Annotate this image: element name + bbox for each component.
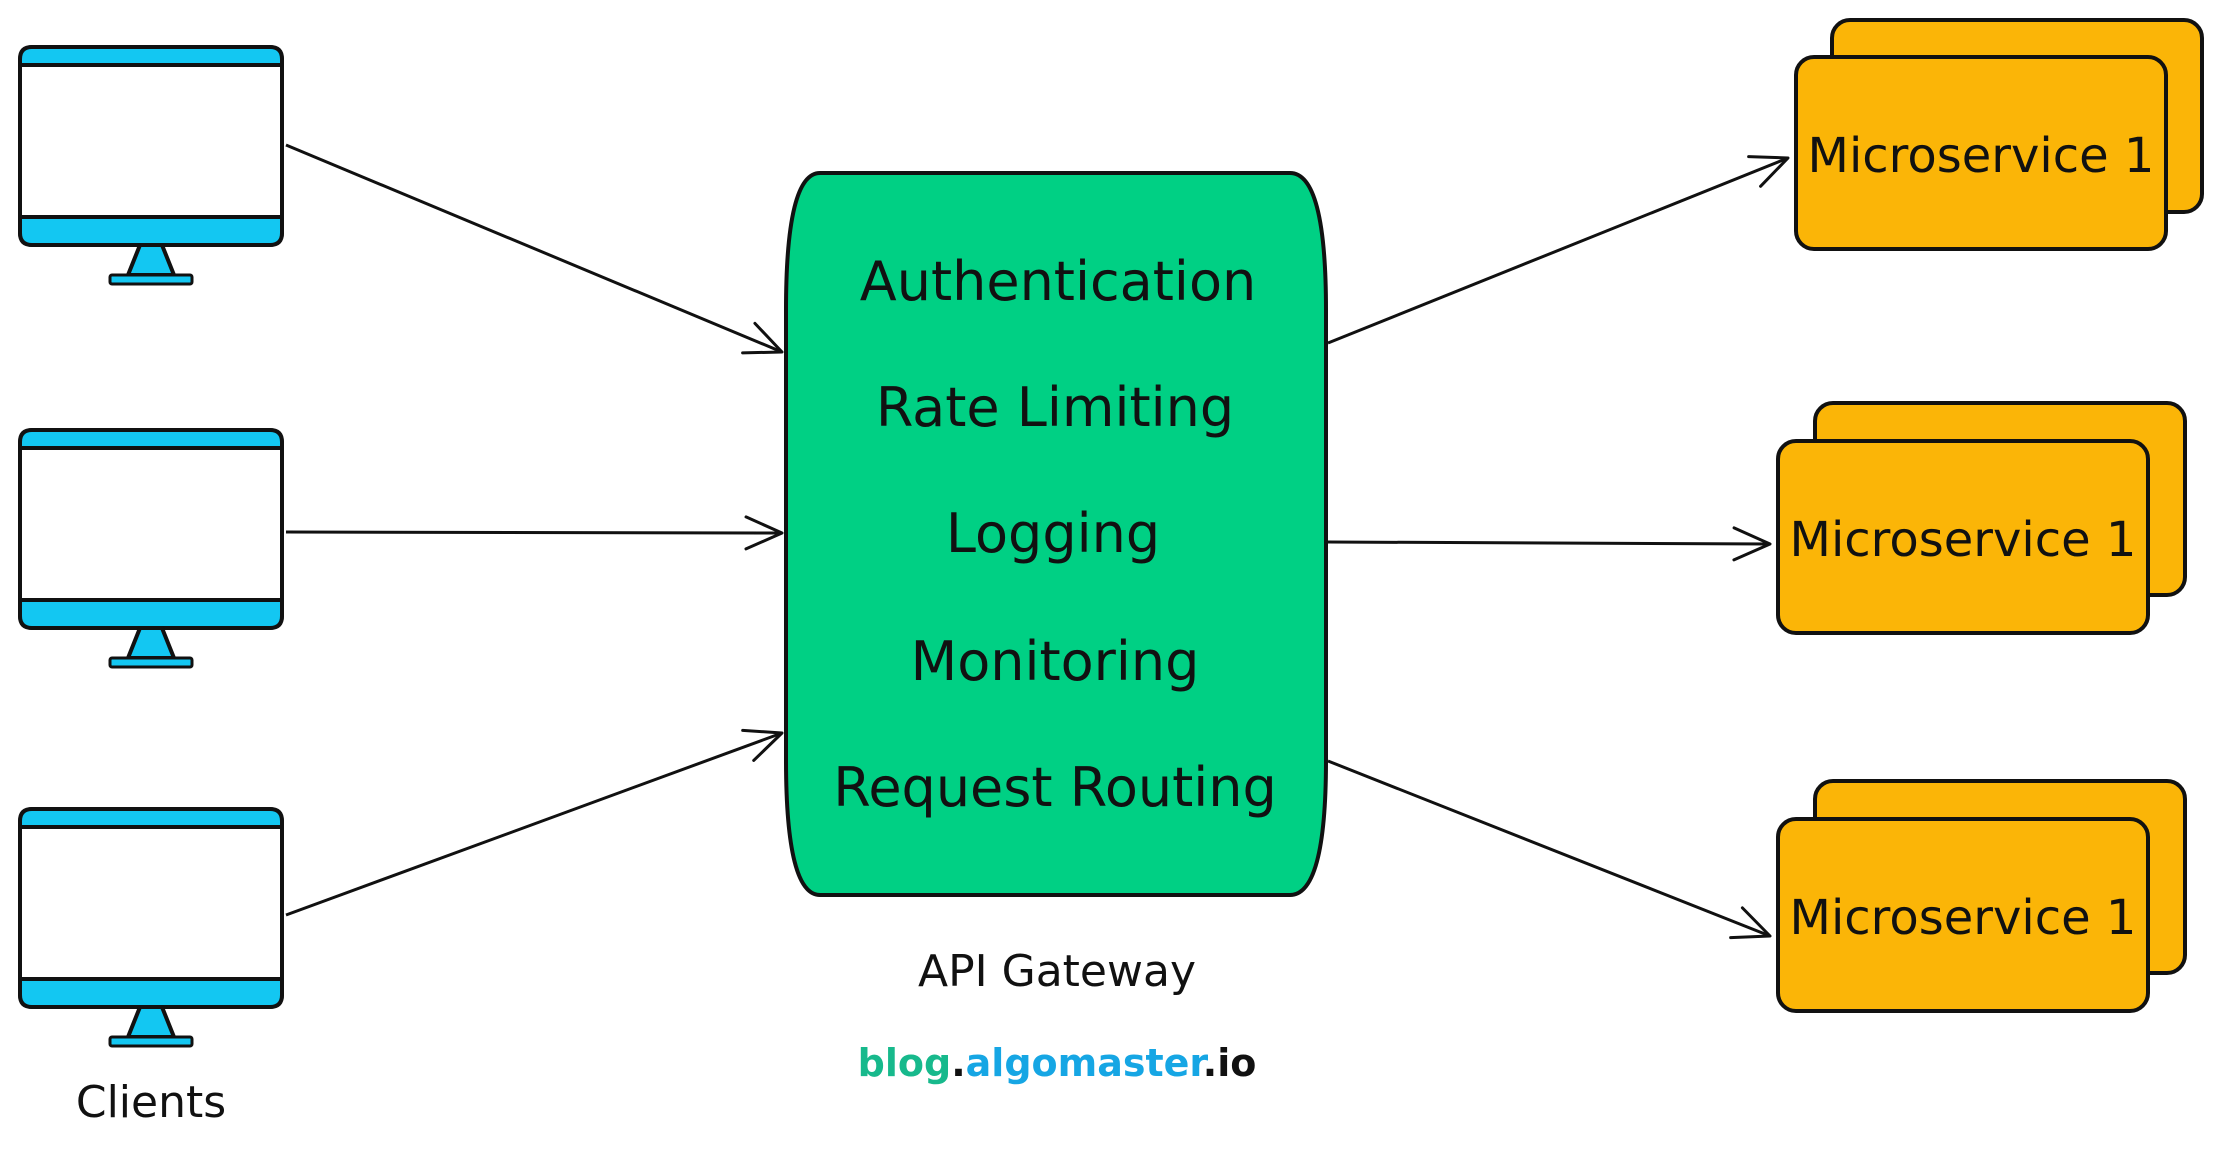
arrow-client-3-to-gateway [285, 728, 784, 917]
client-monitor-2 [18, 428, 284, 669]
microservice-2: Microservice 1 [1776, 401, 2187, 635]
monitor-icon [18, 45, 284, 286]
monitor-icon [18, 428, 284, 669]
arrow-gateway-to-service-3 [1327, 759, 1772, 940]
arrow-client-2-to-gateway [285, 515, 784, 551]
microservice-3: Microservice 1 [1776, 779, 2187, 1013]
microservice-front-card [1776, 439, 2150, 635]
service-arrows [1327, 155, 1790, 940]
gateway-feature-monitoring: Monitoring [911, 630, 1200, 693]
microservice-1: Microservice 1 [1794, 18, 2204, 251]
gateway-body [784, 171, 1328, 897]
gateway-label: API Gateway [918, 946, 1196, 997]
microservice-label: Microservice 1 [1790, 890, 2137, 946]
monitor-icon [18, 807, 284, 1048]
brand-part-blog: blog [858, 1041, 952, 1085]
microservice-label: Microservice 1 [1790, 512, 2137, 568]
arrow-gateway-to-service-1 [1327, 155, 1790, 345]
brand-watermark: blog.algomaster.io [858, 1041, 1257, 1085]
clients-label: Clients [76, 1077, 226, 1128]
client-arrows [285, 143, 784, 917]
brand-dot-2: . [1203, 1041, 1217, 1085]
client-monitor-3 [18, 807, 284, 1048]
microservice-front-card [1794, 55, 2168, 251]
api-gateway: Authentication Rate Limiting Logging Mon… [784, 171, 1328, 897]
arrow-gateway-to-service-2 [1327, 526, 1772, 562]
arrow-client-1-to-gateway [285, 143, 784, 355]
brand-dot-1: . [951, 1041, 965, 1085]
gateway-feature-authentication: Authentication [860, 250, 1256, 313]
gateway-feature-rate-limiting: Rate Limiting [876, 376, 1234, 439]
microservice-label: Microservice 1 [1808, 128, 2155, 184]
gateway-feature-logging: Logging [946, 502, 1160, 565]
client-monitor-1 [18, 45, 284, 286]
microservice-front-card [1776, 817, 2150, 1013]
brand-part-io: io [1217, 1041, 1256, 1085]
brand-part-algomaster: algomaster [966, 1041, 1209, 1085]
gateway-feature-request-routing: Request Routing [833, 756, 1277, 819]
